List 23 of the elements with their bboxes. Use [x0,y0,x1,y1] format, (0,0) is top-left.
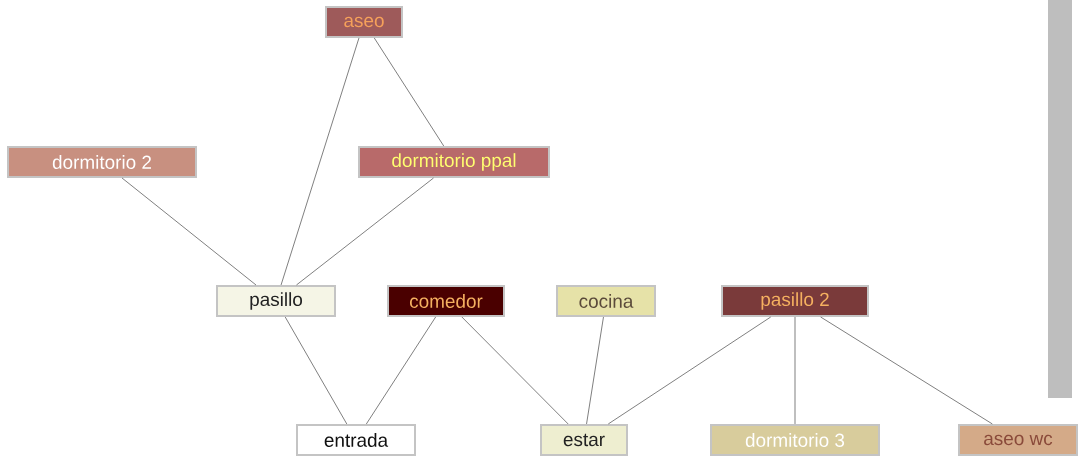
connector-line [284,316,348,425]
room-box: cocina [556,285,656,317]
connector-line [280,37,360,286]
connector-line [820,316,993,425]
room-box: comedor [387,285,505,317]
room-box: aseo [325,6,403,38]
room-box: pasillo 2 [721,285,869,317]
room-box: dormitorio 2 [7,146,197,178]
connector-line [373,37,445,147]
room-box: dormitorio 3 [710,424,880,456]
room-box: aseo wc [958,424,1078,456]
connector-line [586,316,604,425]
room-box: dormitorio ppal [358,146,550,178]
room-box: estar [540,424,628,456]
connector-line [794,316,796,425]
room-box: entrada [296,424,416,456]
connector-line [607,316,772,425]
connector-line [295,177,435,286]
room-box: pasillo [216,285,336,317]
side-bar [1048,0,1072,398]
connector-line [365,316,437,425]
connector-line [461,316,569,425]
connector-line [121,177,257,286]
